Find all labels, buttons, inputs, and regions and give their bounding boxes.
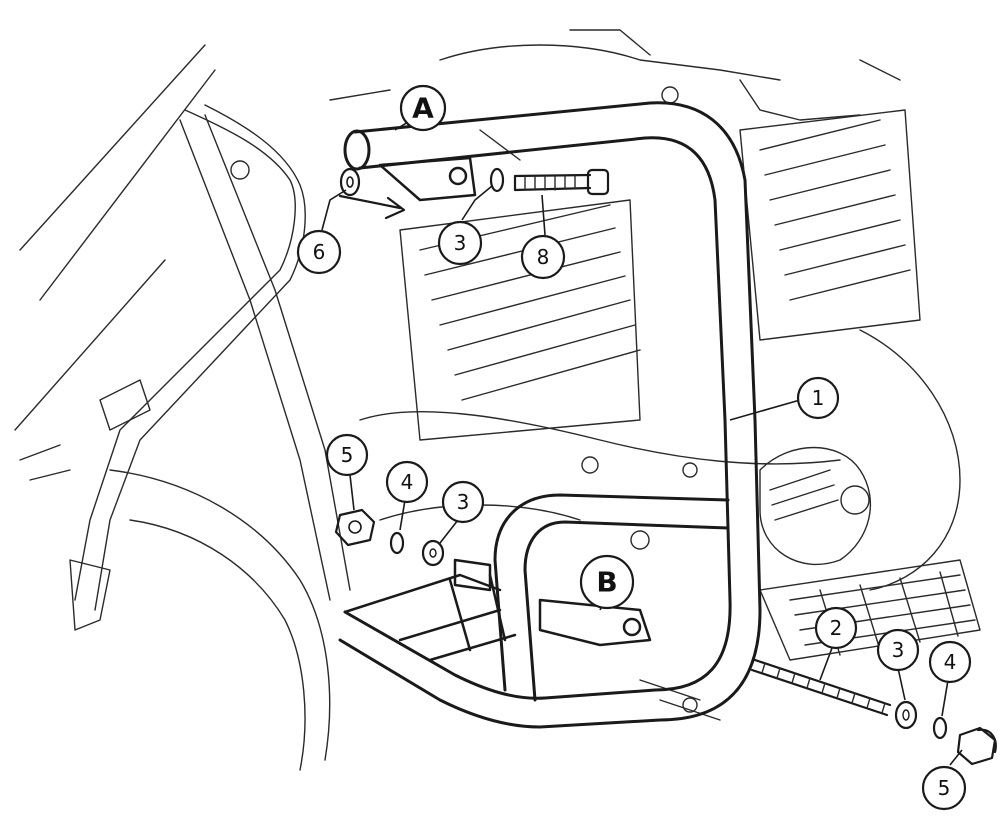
leader-lines	[321, 121, 963, 766]
callout-3-top: 3	[437, 220, 483, 266]
callout-6-text: 6	[313, 240, 326, 264]
callout-8: 8	[520, 234, 566, 280]
letter-label-b-text: B	[596, 566, 617, 599]
callout-2-text: 2	[830, 616, 843, 640]
letter-label-a-text: A	[412, 92, 434, 125]
callout-3-left-text: 3	[457, 490, 470, 514]
washer-4-right-shape	[932, 716, 948, 740]
hardware-parts	[334, 167, 997, 766]
callout-5-right-text: 5	[938, 776, 951, 800]
nut-5-left-shape	[334, 508, 376, 547]
threaded-rod-2-shape	[750, 658, 892, 717]
callout-6: 6	[296, 229, 342, 275]
washer-3-right-shape	[894, 700, 918, 730]
washer-3-left-shape	[421, 539, 445, 567]
callout-3-right-text: 3	[892, 638, 905, 662]
crash-bar-tube	[338, 101, 762, 729]
callout-4-right: 4	[928, 640, 972, 684]
callout-3-left: 3	[441, 480, 485, 524]
washer-4-left-shape	[389, 531, 405, 555]
washer-6-shape	[339, 167, 361, 197]
bracket-b	[453, 558, 652, 647]
callout-4-left-text: 4	[401, 470, 414, 494]
washer-3-top-shape	[489, 167, 505, 193]
letter-label-b: B	[579, 554, 635, 610]
cap-nut-5-right-shape	[956, 726, 997, 766]
callout-1: 1	[796, 376, 840, 420]
callout-2: 2	[814, 606, 858, 650]
callout-5-left: 5	[325, 433, 369, 477]
callout-5-right: 5	[921, 765, 967, 811]
bolt-8-shape	[513, 168, 610, 196]
callout-4-left: 4	[385, 460, 429, 504]
callout-5-left-text: 5	[341, 443, 354, 467]
letter-label-a: A	[399, 84, 447, 132]
bracket-a	[338, 156, 477, 220]
callout-3-top-text: 3	[454, 231, 467, 255]
callout-8-text: 8	[537, 245, 550, 269]
callout-1-text: 1	[812, 386, 825, 410]
callout-4-right-text: 4	[944, 650, 957, 674]
callout-3-right: 3	[876, 628, 920, 672]
